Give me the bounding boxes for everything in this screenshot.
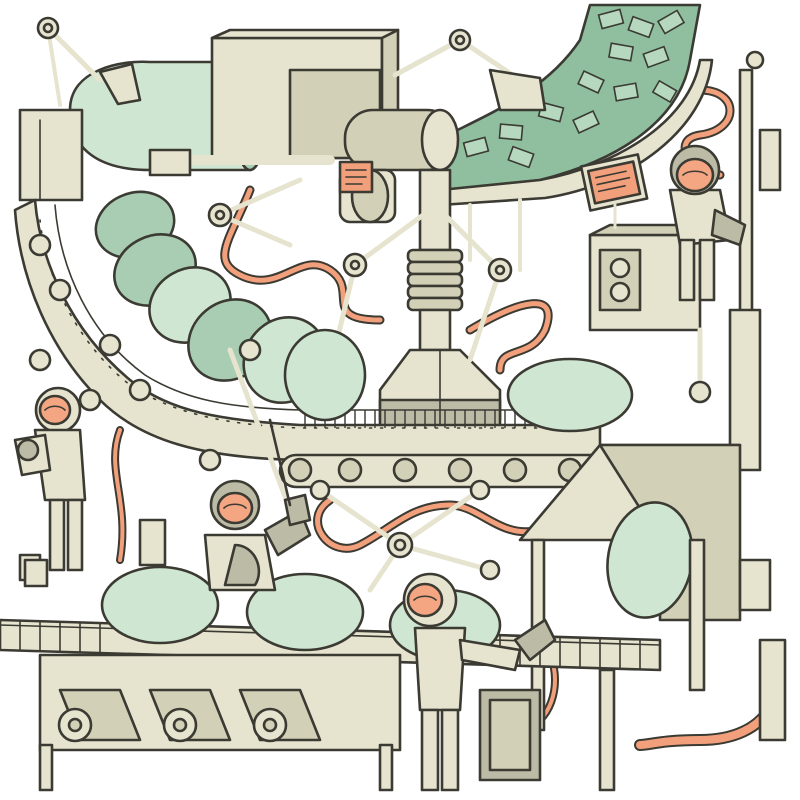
central-robot-head [327, 28, 547, 432]
monitor-screen [586, 160, 642, 205]
bucket [23, 558, 49, 588]
middle-scissor-arms [227, 338, 501, 593]
banknotes [462, 8, 686, 169]
hose-center [465, 299, 553, 375]
worker-booth [668, 144, 747, 302]
worker-bottom [402, 572, 557, 792]
worker-left [13, 386, 167, 582]
upper-conveyor [13, 198, 612, 489]
capsule-6 [283, 328, 367, 422]
right-ramp [518, 443, 787, 742]
belt-wheels [287, 457, 583, 483]
capsule-lower-2 [245, 572, 365, 652]
capsule-lower-1 [100, 565, 220, 645]
spine-rings [406, 248, 464, 312]
money-chute [418, 3, 714, 272]
top-drum-machine [18, 16, 400, 202]
worker-middle [203, 418, 312, 592]
capsule-7 [506, 357, 634, 433]
left-panel [18, 108, 84, 202]
drum-arm-plate [98, 62, 142, 106]
lower-rollers [57, 688, 322, 743]
left-arm-beams [148, 148, 335, 248]
